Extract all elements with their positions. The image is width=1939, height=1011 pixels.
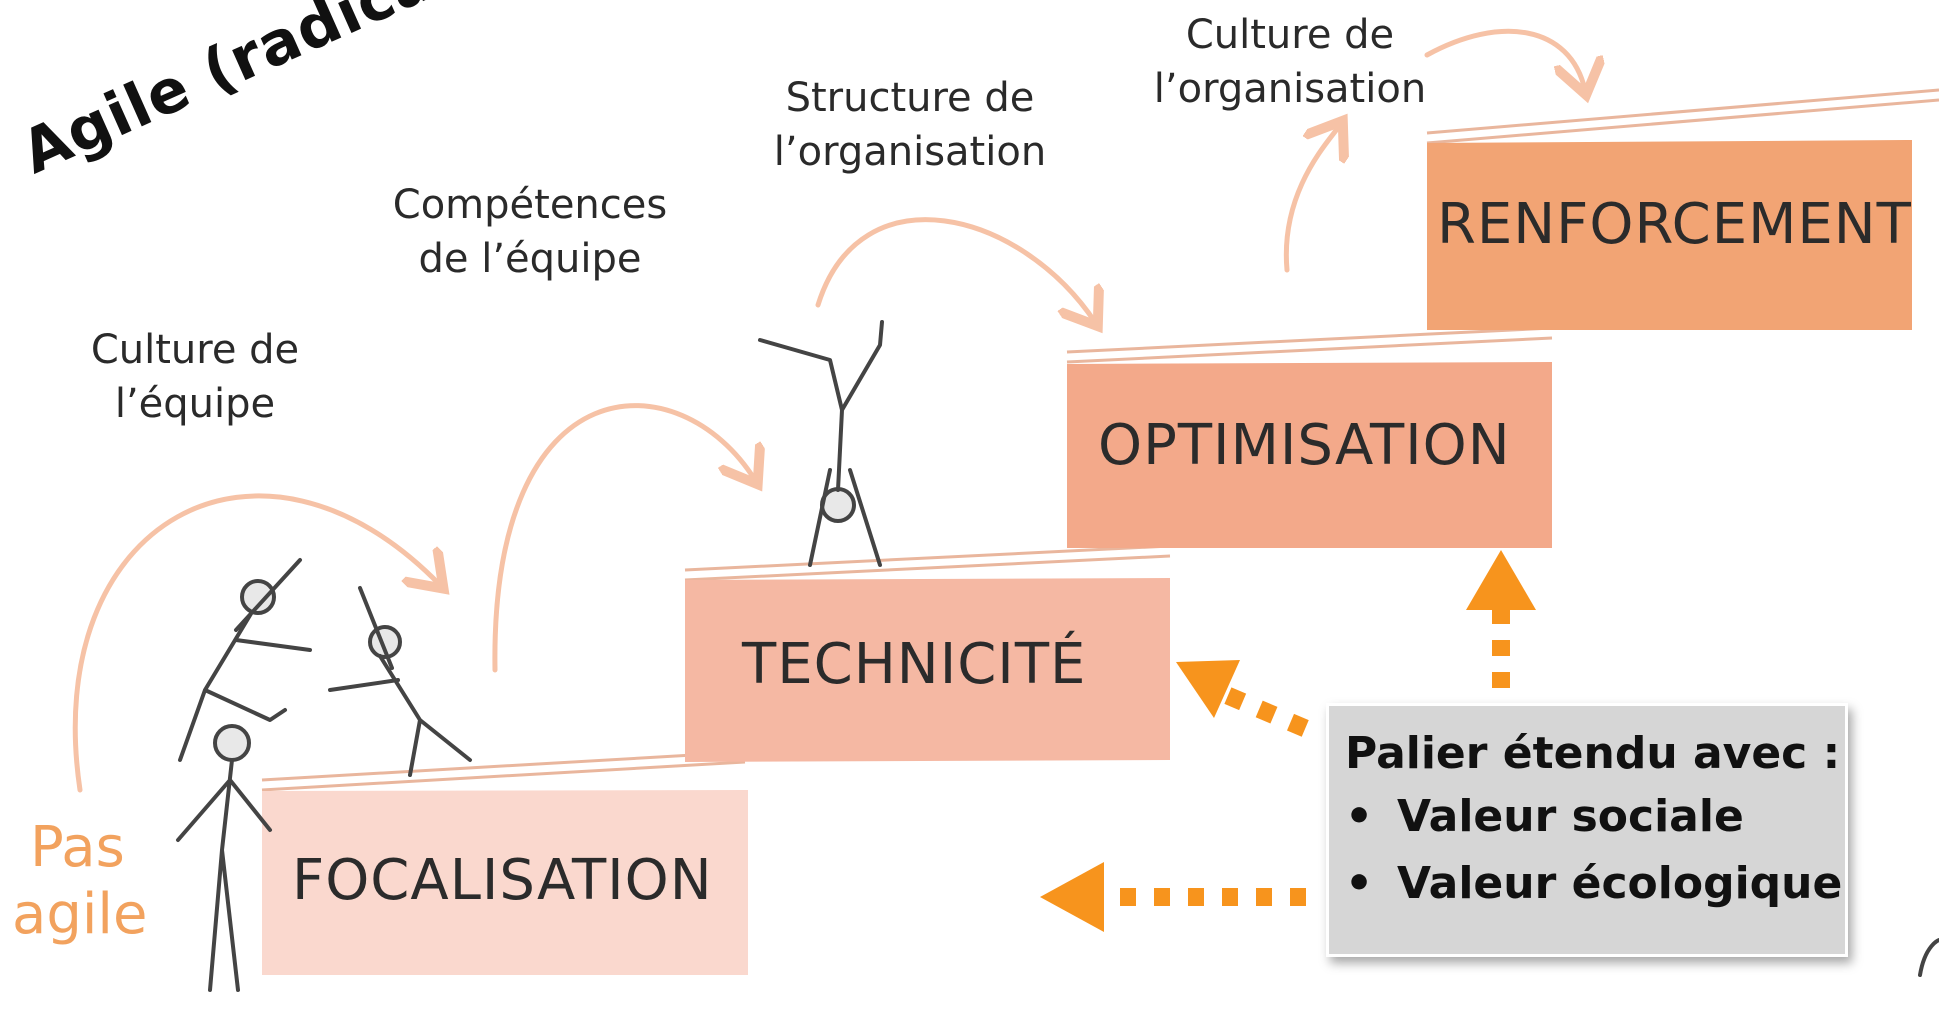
transition-label-team-skills: Compétences de l’équipe [392,182,668,282]
note-item-ecological: • Valeur écologique [1345,858,1842,909]
alien-corner-illustration [1918,938,1939,977]
transition-arrow-5 [1424,28,1585,90]
bullet-icon: • [1345,791,1374,842]
transition-arrow-4 [1283,125,1340,273]
transition-arrow-1 [72,493,440,793]
step-technicite [685,578,1170,762]
arrow-to-focalisation [1040,862,1104,932]
transition-label-org-structure: Structure de l’organisation [773,75,1047,175]
transition-label-org-culture: Culture de l’organisation [1153,12,1427,112]
stair-treads [261,88,1939,792]
pas-agile-label: Pas agile [12,814,147,948]
figures [176,320,1939,992]
note-item-social: • Valeur sociale [1345,791,1827,842]
transition-arrow-3 [815,217,1095,322]
transition-arrow-2 [492,403,755,673]
transition-arrows [72,28,1585,793]
zone-label-optimisation: OPTIMISATION [1098,413,1511,478]
stair-steps [262,140,1912,975]
extension-arrows [1040,550,1536,932]
arrow-to-technicite [1176,660,1240,718]
handstand-person-illustration [758,320,884,567]
transition-label-team-culture: Culture de l’équipe [90,327,300,427]
note-item-social-text: Valeur sociale [1397,791,1744,842]
people-group-illustration [176,558,472,992]
note-title: Palier étendu avec : [1345,728,1841,779]
zone-label-renforcement: RENFORCEMENT [1437,192,1912,257]
step-focalisation [262,790,748,975]
step-renforcement [1427,140,1912,330]
bullet-icon: • [1345,858,1374,909]
zone-label-technicite: TECHNICITÉ [742,632,1087,697]
pas-agile-line-2: agile [12,882,148,948]
arrow-to-optimisation [1466,550,1536,610]
pas-agile-line-1: Pas [30,815,125,880]
note-list: • Valeur sociale • Valeur écologique [1345,791,1842,909]
step-optimisation [1067,362,1552,548]
zone-label-focalisation: FOCALISATION [292,848,713,913]
extended-level-note: Palier étendu avec : • Valeur sociale • Va… [1326,703,1848,957]
note-item-ecological-text: Valeur écologique [1397,858,1843,909]
